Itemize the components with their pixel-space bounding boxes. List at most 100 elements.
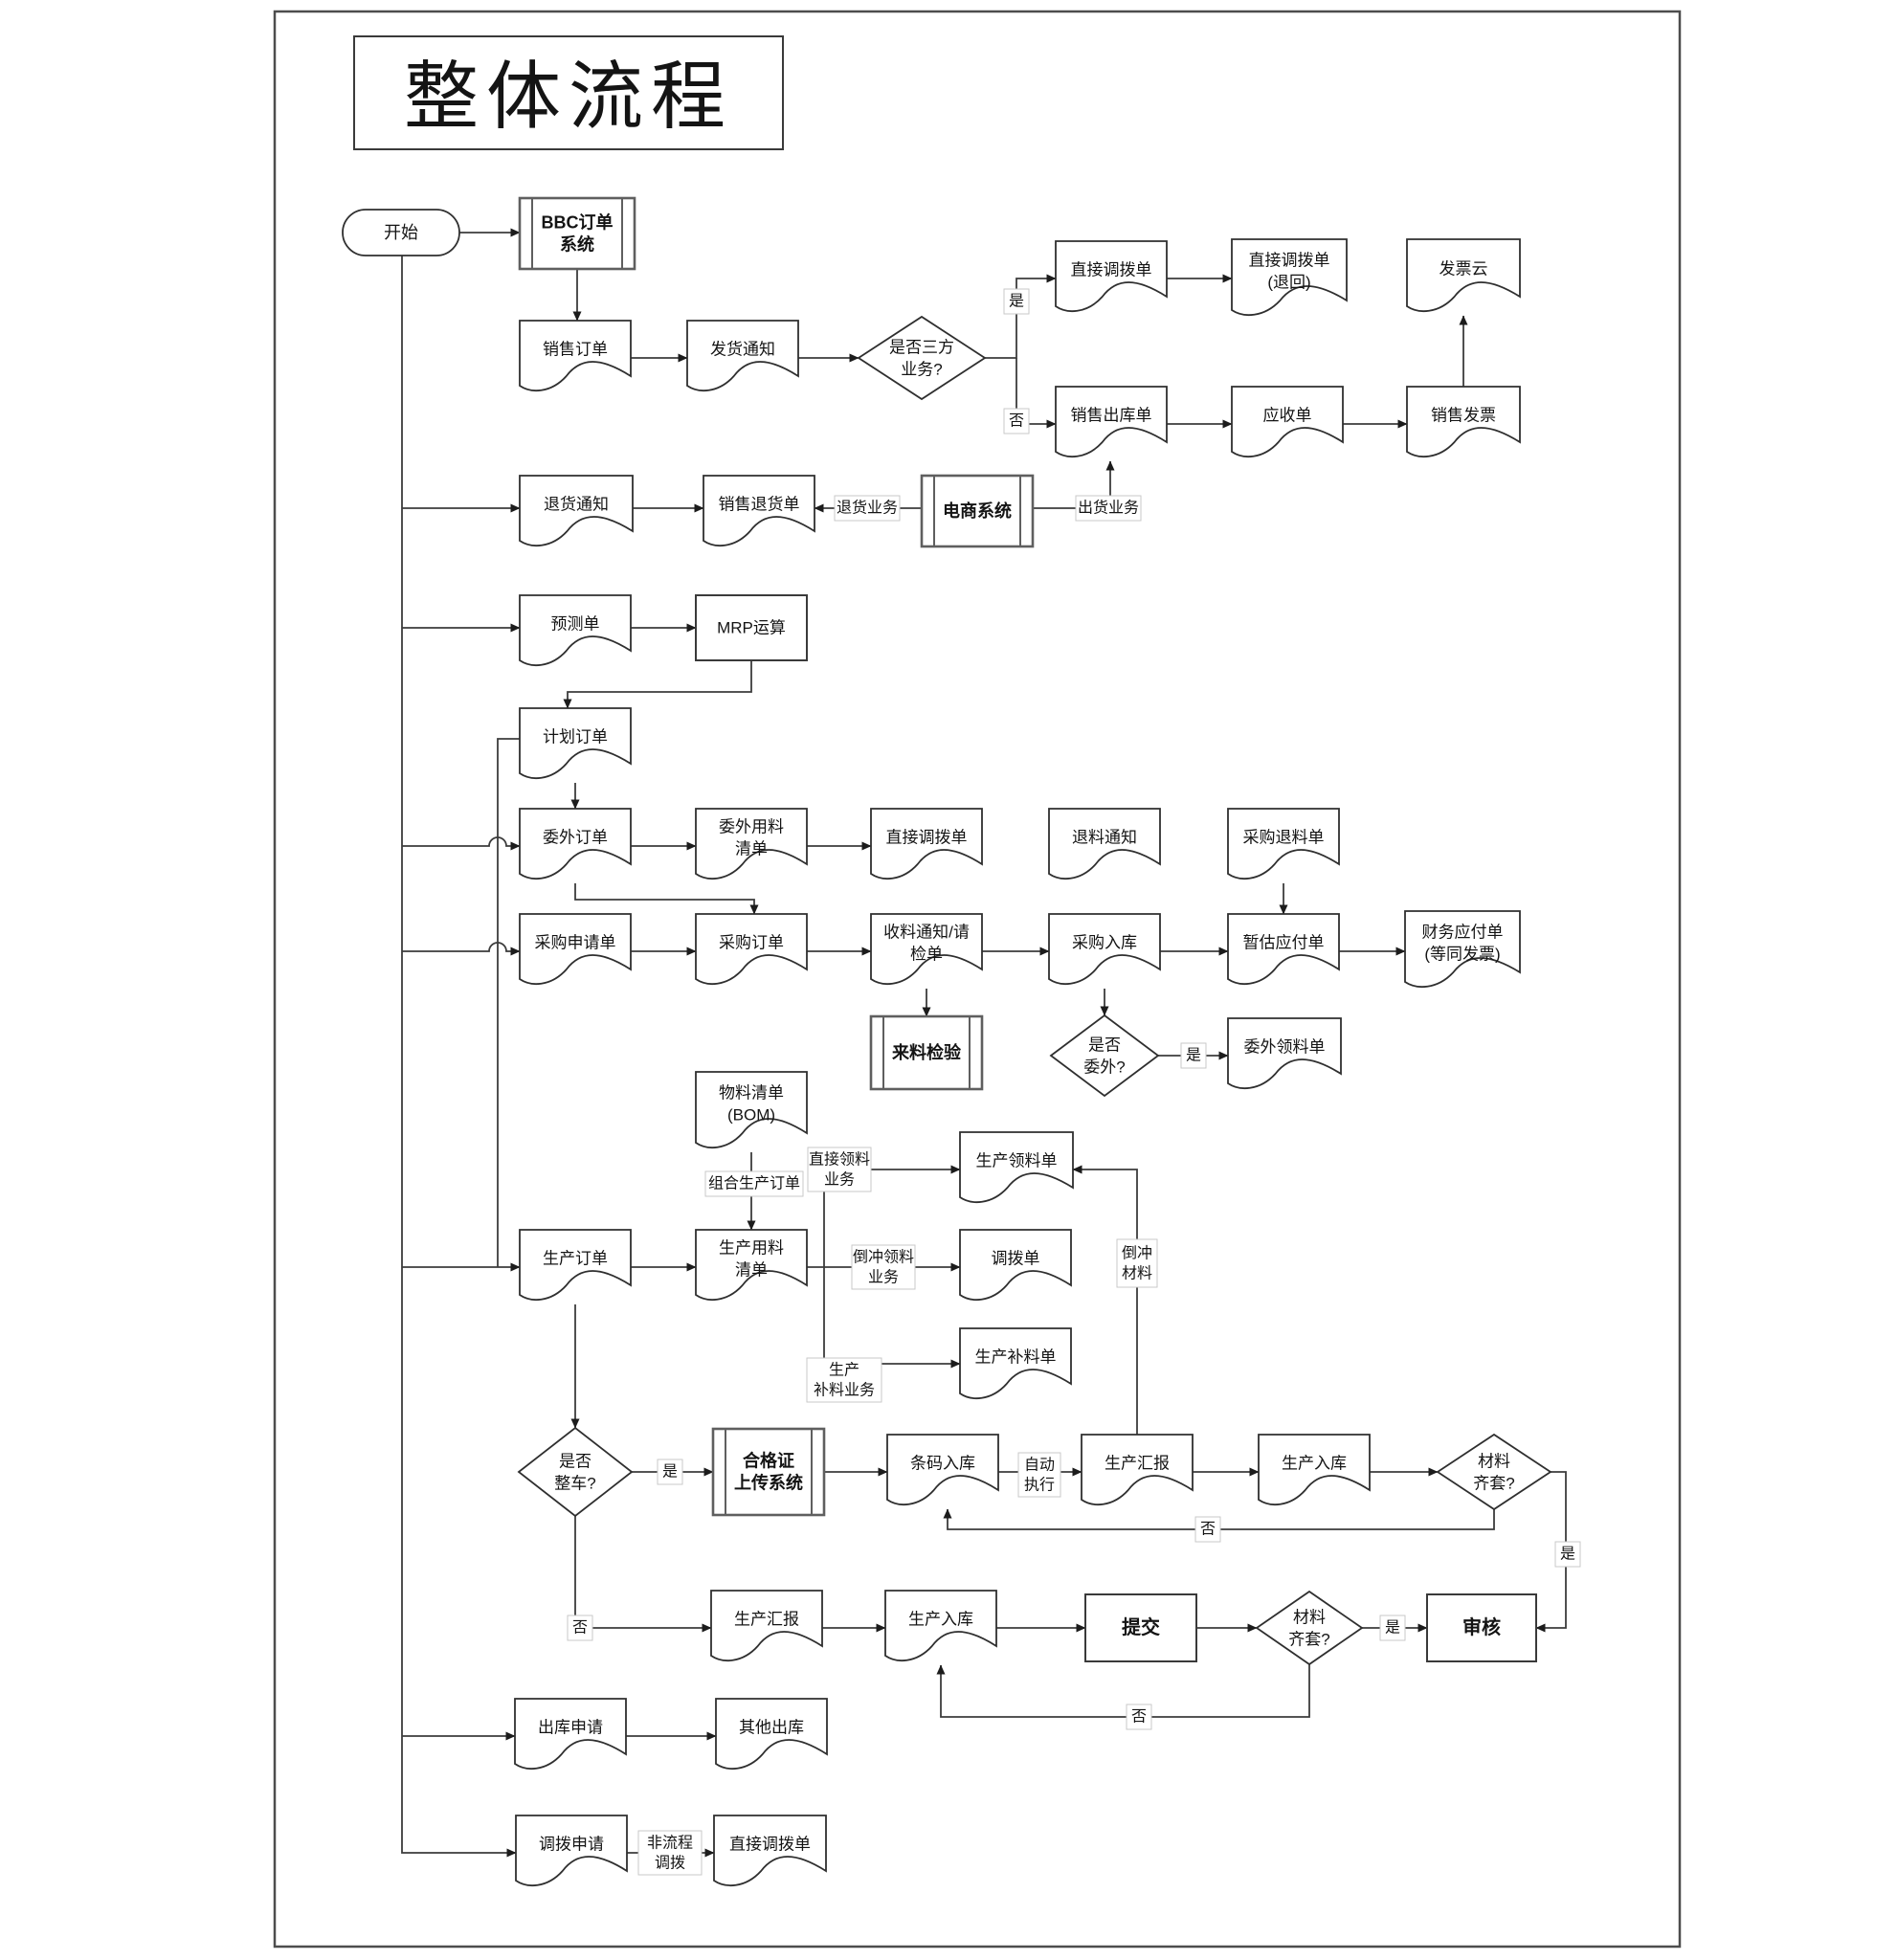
edge-planned-order-side-trunk xyxy=(497,738,520,1267)
node-production-picking-order-shape xyxy=(959,1131,1074,1203)
node-shipping-notice-label: 发货通知 xyxy=(710,341,775,359)
label-no-4: 否 xyxy=(1131,1709,1147,1726)
label-backflush-material: 倒冲材料 xyxy=(1122,1244,1152,1281)
node-outbound-request-label: 出库申请 xyxy=(538,1719,603,1737)
node-is-whole-vehicle-label: 是否整车? xyxy=(554,1452,595,1492)
node-invoice-cloud-label: 发票云 xyxy=(1439,260,1488,278)
node-receipt-notice-shape xyxy=(870,913,983,985)
label-no-1-box xyxy=(1003,408,1030,434)
node-purchase-inbound-label: 采购入库 xyxy=(1072,934,1137,952)
node-production-material-list: 生产用料清单 xyxy=(695,1229,808,1301)
node-incoming-inspection-label: 来料检验 xyxy=(891,1042,962,1062)
node-production-refill-order-shape xyxy=(959,1327,1072,1399)
label-yes-1-box xyxy=(1003,288,1030,315)
node-direct-transfer-return: 直接调拨单(退回) xyxy=(1231,238,1348,316)
node-is-third-party-label: 是否三方业务? xyxy=(889,338,954,378)
label-no-1: 否 xyxy=(1009,413,1024,430)
node-purchase-request: 采购申请单 xyxy=(519,913,632,985)
node-other-outbound: 其他出库 xyxy=(715,1698,828,1770)
node-bom-list-shape xyxy=(695,1071,808,1148)
node-direct-transfer-return-shape xyxy=(1231,238,1348,316)
label-no-2: 否 xyxy=(1200,1522,1216,1538)
label-nonprocess-transfer: 非流程调拨 xyxy=(647,1834,693,1871)
node-direct-transfer-order: 直接调拨单 xyxy=(1055,240,1168,312)
node-sales-invoice-shape xyxy=(1406,386,1521,457)
node-is-whole-vehicle: 是否整车? xyxy=(517,1426,634,1518)
node-outsourcing-material-list-shape xyxy=(695,808,808,880)
node-production-inbound: 生产入库 xyxy=(1258,1434,1371,1505)
label-yes-1: 是 xyxy=(1009,294,1024,310)
node-sales-outbound: 销售出库单 xyxy=(1055,386,1168,457)
node-direct-transfer-order-3: 直接调拨单 xyxy=(713,1815,827,1886)
node-outsourcing-picking-order: 委外领料单 xyxy=(1227,1017,1342,1089)
node-invoice-cloud-shape xyxy=(1406,238,1521,312)
node-ecommerce-system: 电商系统 xyxy=(920,474,1035,548)
label-yes-2-box xyxy=(1180,1042,1207,1069)
node-shipping-notice-shape xyxy=(686,320,799,391)
node-receivable-order: 应收单 xyxy=(1231,386,1344,457)
node-purchase-request-shape xyxy=(519,913,632,985)
label-backflush-picking: 倒冲领料业务 xyxy=(853,1248,914,1285)
node-audit-shape xyxy=(1426,1593,1537,1662)
node-production-order-label: 生产订单 xyxy=(543,1250,608,1268)
node-direct-transfer-order-shape xyxy=(1055,240,1168,312)
node-purchase-inbound: 采购入库 xyxy=(1048,913,1161,985)
node-outsourcing-order-label: 委外订单 xyxy=(543,829,608,847)
node-purchase-inbound-shape xyxy=(1048,913,1161,985)
edge-outsourcing-to-purchase-order xyxy=(574,883,759,915)
node-is-whole-vehicle-shape xyxy=(517,1426,634,1518)
label-no-3-box xyxy=(567,1615,593,1641)
label-no-3: 否 xyxy=(572,1620,588,1637)
node-receivable-order-shape xyxy=(1231,386,1344,457)
node-material-return-notice: 退料通知 xyxy=(1048,808,1161,880)
node-production-report: 生产汇报 xyxy=(1081,1434,1194,1505)
node-material-return-notice-label: 退料通知 xyxy=(1072,829,1137,847)
node-direct-transfer-order-3-label: 直接调拨单 xyxy=(729,1836,811,1854)
node-submit-label: 提交 xyxy=(1122,1615,1160,1638)
label-yes-4: 是 xyxy=(1560,1547,1575,1563)
node-direct-transfer-order-label: 直接调拨单 xyxy=(1071,261,1152,279)
page-title: 整体流程 xyxy=(404,56,733,139)
node-other-outbound-shape xyxy=(715,1698,828,1770)
node-bbc-order-system-label: BBC订单系统 xyxy=(542,212,614,255)
node-production-material-list-label: 生产用料清单 xyxy=(719,1238,784,1279)
node-barcode-inbound-label: 条码入库 xyxy=(910,1455,975,1473)
node-return-notice-label: 退货通知 xyxy=(544,496,609,514)
node-material-complete-2: 材料齐套? xyxy=(1255,1590,1364,1666)
node-start-label: 开始 xyxy=(384,223,418,242)
title-box xyxy=(353,35,784,150)
node-material-return-notice-shape xyxy=(1048,808,1161,880)
node-submit: 提交 xyxy=(1084,1593,1197,1662)
node-production-report-shape xyxy=(1081,1434,1194,1505)
node-production-report-2: 生产汇报 xyxy=(710,1590,823,1661)
node-production-picking-order: 生产领料单 xyxy=(959,1131,1074,1203)
node-bom-list: 物料清单(BOM) xyxy=(695,1071,808,1148)
edge-third-party-yes xyxy=(985,274,1057,359)
node-estimated-payable-shape xyxy=(1227,913,1340,985)
node-mrp-calc: MRP运算 xyxy=(695,594,808,661)
node-planned-order: 计划订单 xyxy=(519,707,632,779)
node-production-order-shape xyxy=(519,1229,632,1301)
node-purchase-return-order-label: 采购退料单 xyxy=(1243,829,1325,847)
edge-mrp-to-planned-order xyxy=(563,660,752,709)
node-direct-transfer-order-2: 直接调拨单 xyxy=(870,808,983,880)
node-receivable-order-label: 应收单 xyxy=(1263,407,1312,425)
edge-main-trunk xyxy=(401,256,517,1858)
node-receipt-notice-label: 收料通知/请检单 xyxy=(883,923,970,963)
node-shipping-notice: 发货通知 xyxy=(686,320,799,391)
node-start-shape xyxy=(342,209,460,256)
node-direct-transfer-order-3-shape xyxy=(713,1815,827,1886)
node-is-third-party-shape xyxy=(857,315,987,401)
node-sales-order-label: 销售订单 xyxy=(543,341,608,359)
label-direct-picking-box xyxy=(807,1147,872,1192)
node-sales-return-order-shape xyxy=(703,475,815,546)
node-sales-invoice: 销售发票 xyxy=(1406,386,1521,457)
label-auto-exec: 自动执行 xyxy=(1024,1456,1055,1493)
node-production-refill-order-label: 生产补料单 xyxy=(975,1348,1057,1367)
node-outsourcing-picking-order-label: 委外领料单 xyxy=(1244,1038,1326,1057)
node-sales-return-order: 销售退货单 xyxy=(703,475,815,546)
node-barcode-inbound: 条码入库 xyxy=(886,1434,999,1505)
label-production-refill-box xyxy=(806,1357,882,1403)
node-certificate-upload-system-label: 合格证上传系统 xyxy=(734,1451,803,1493)
